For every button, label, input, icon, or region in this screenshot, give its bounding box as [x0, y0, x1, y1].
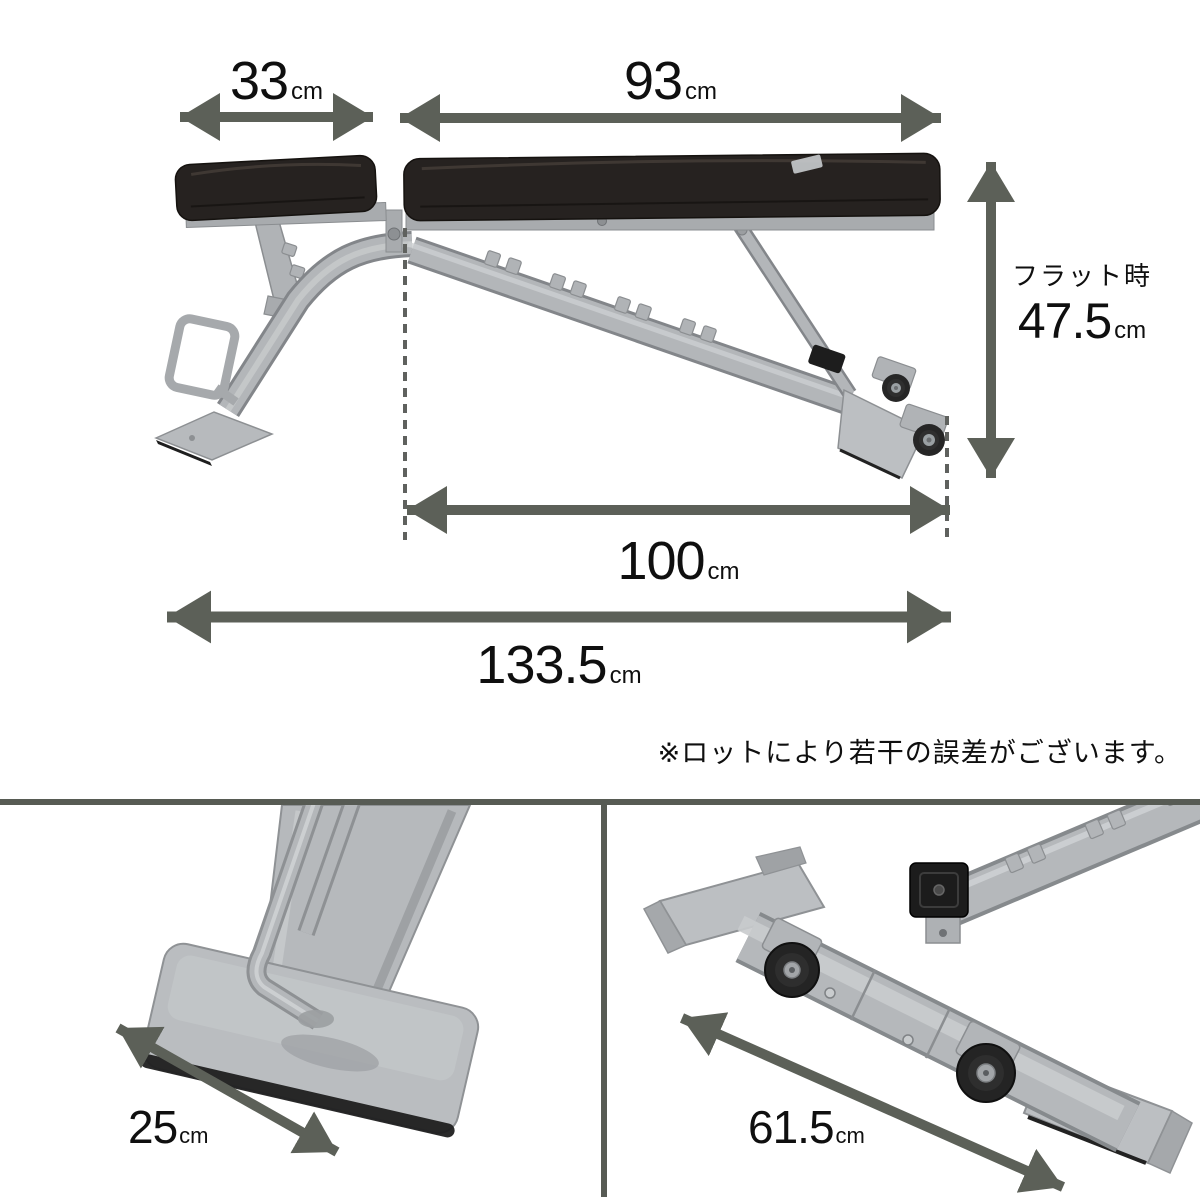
dimension-arrow-back-length: [400, 93, 941, 143]
dimension-arrow-flat-height: [966, 162, 1016, 478]
dimension-arrow-rear-base: [679, 1012, 1066, 1193]
front-foot-width-unit: cm: [179, 1123, 209, 1148]
label-front-foot-width: 25cm: [128, 1104, 209, 1150]
tolerance-note: ※ロットにより若干の誤差がございます。: [657, 738, 1182, 768]
dimension-arrow-inner-length: [407, 485, 950, 535]
label-rear-base-width: 61.5cm: [748, 1104, 865, 1150]
bench-side-photo: [154, 152, 949, 480]
front-foot-width-value: 25: [128, 1101, 178, 1153]
extent-line-right: [945, 416, 949, 540]
total-length-value: 133.5: [476, 635, 607, 695]
horizontal-divider: [0, 799, 1200, 805]
rear-base-width-value: 61.5: [748, 1101, 835, 1153]
flat-height-value: 47.5: [1017, 293, 1112, 349]
flat-height-unit: cm: [1114, 317, 1147, 344]
vertical-divider: [601, 805, 607, 1197]
extent-line-left: [403, 228, 407, 540]
inner-length-unit: cm: [707, 558, 740, 585]
back-length-value: 93: [623, 51, 683, 111]
total-length-unit: cm: [609, 662, 642, 689]
dimension-arrow-seat-length: [180, 92, 373, 142]
inner-length-value: 100: [617, 531, 705, 591]
flat-height-prefix: フラット時: [1011, 261, 1152, 291]
rear-base-width-unit: cm: [835, 1123, 865, 1148]
dimension-arrow-total-length: [167, 590, 951, 644]
seat-length-value: 33: [229, 51, 289, 111]
back-length-unit: cm: [685, 78, 718, 105]
seat-length-unit: cm: [291, 78, 324, 105]
dimension-arrow-front-foot: [115, 1023, 340, 1157]
brand-logo-patch: [791, 154, 823, 174]
